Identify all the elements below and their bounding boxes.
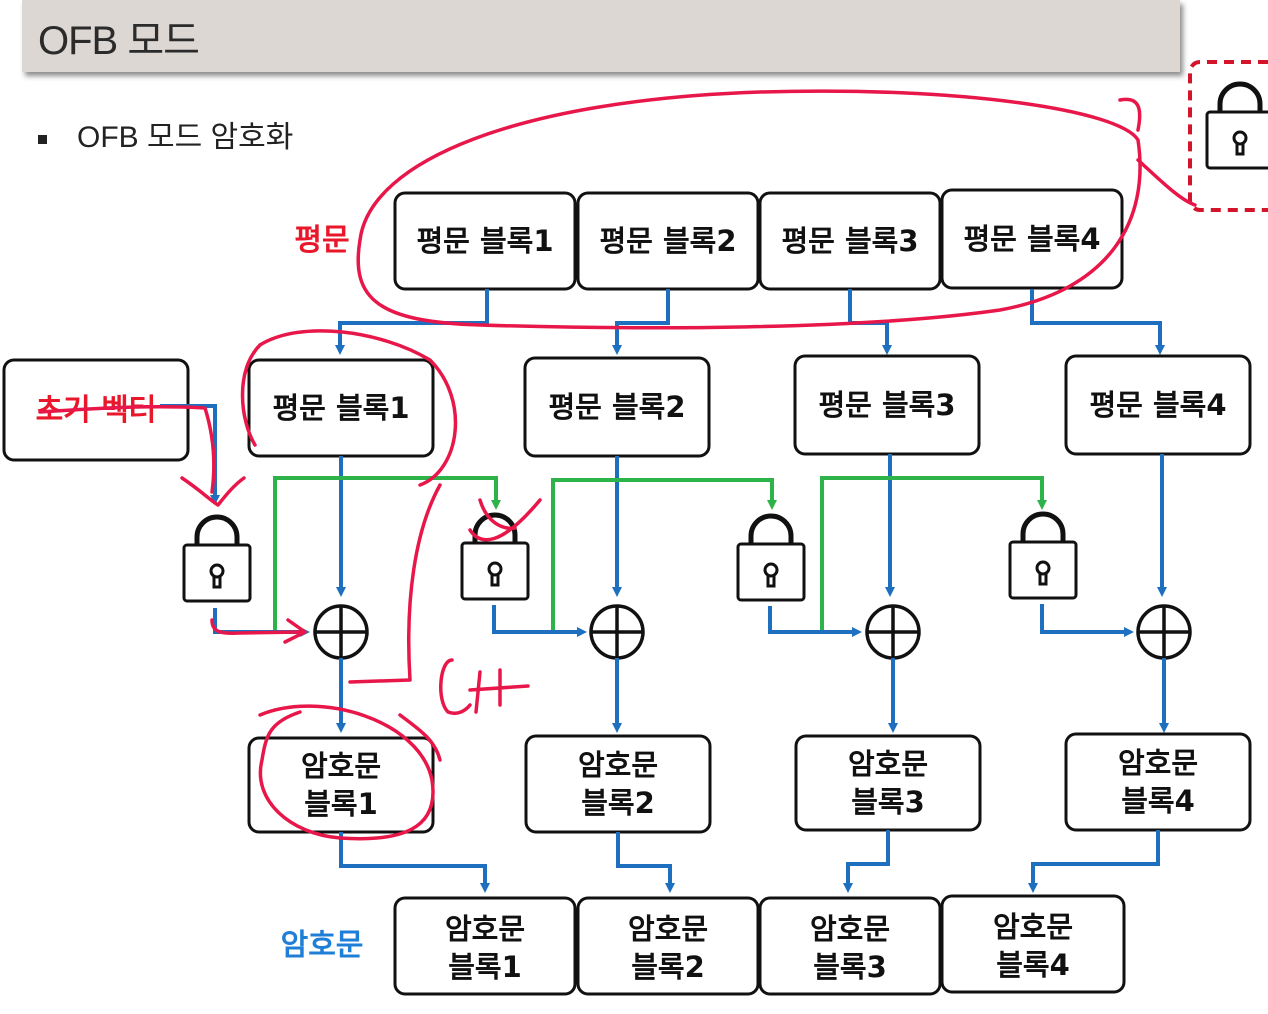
svg-text:평문 블록2: 평문 블록2	[549, 390, 686, 424]
svg-text:암호문: 암호문	[301, 749, 381, 783]
svg-text:평문 블록1: 평문 블록1	[273, 391, 410, 425]
xor-icon	[589, 604, 645, 660]
top-plain-block-2: 평문 블록2	[576, 191, 760, 291]
top-plain-block-3: 평문 블록3	[758, 191, 942, 291]
svg-text:블록4: 블록4	[996, 948, 1070, 982]
ciphertext-label: 암호문	[281, 928, 364, 963]
page-title: OFB 모드	[38, 19, 200, 63]
svg-text:암호문: 암호문	[628, 912, 708, 946]
lock-icon	[1207, 84, 1268, 168]
svg-text:블록2: 블록2	[581, 786, 655, 820]
svg-text:평문 블록4: 평문 블록4	[1090, 388, 1227, 422]
xor-icon	[313, 604, 369, 660]
pen-annotations	[38, 89, 1197, 841]
svg-text:평문 블록3: 평문 블록3	[819, 388, 956, 422]
highlight-lock-box	[1188, 60, 1268, 212]
svg-text:암호문: 암호문	[848, 747, 928, 781]
plain-block-2: 평문 블록2	[523, 356, 711, 458]
svg-text:블록1: 블록1	[448, 950, 522, 984]
svg-text:블록1: 블록1	[304, 787, 378, 821]
bullet-item: OFB 모드 암호화	[38, 112, 293, 156]
plaintext-label: 평문	[294, 223, 349, 258]
title-bar: OFB 모드	[22, 0, 1180, 72]
bullet-icon	[38, 134, 47, 144]
svg-text:평문 블록2: 평문 블록2	[600, 224, 737, 258]
svg-text:블록4: 블록4	[1121, 784, 1195, 818]
svg-text:암호문: 암호문	[810, 912, 890, 946]
svg-text:평문 블록1: 평문 블록1	[417, 224, 554, 258]
lock-icon	[1010, 514, 1076, 598]
xor-icon	[1136, 604, 1192, 660]
plain-block-1: 평문 블록1	[247, 358, 435, 458]
svg-text:블록3: 블록3	[813, 950, 887, 984]
top-plain-block-1: 평문 블록1	[393, 191, 577, 291]
svg-text:평문 블록4: 평문 블록4	[964, 222, 1101, 256]
svg-text:암호문: 암호문	[578, 748, 658, 782]
svg-text:블록3: 블록3	[851, 785, 925, 819]
plain-block-4: 평문 블록4	[1064, 354, 1252, 456]
lock-icon	[462, 515, 528, 599]
lock-icon	[738, 516, 804, 600]
svg-text:암호문: 암호문	[445, 912, 525, 946]
svg-text:평문 블록3: 평문 블록3	[782, 224, 919, 258]
top-plain-block-4: 평문 블록4	[940, 188, 1124, 290]
lock-icon	[184, 517, 250, 601]
plain-block-3: 평문 블록3	[793, 354, 981, 456]
svg-text:암호문: 암호문	[993, 910, 1073, 944]
xor-icon	[865, 604, 921, 660]
svg-text:블록2: 블록2	[631, 950, 705, 984]
bullet-text: OFB 모드 암호화	[77, 121, 294, 154]
svg-text:암호문: 암호문	[1118, 746, 1198, 780]
